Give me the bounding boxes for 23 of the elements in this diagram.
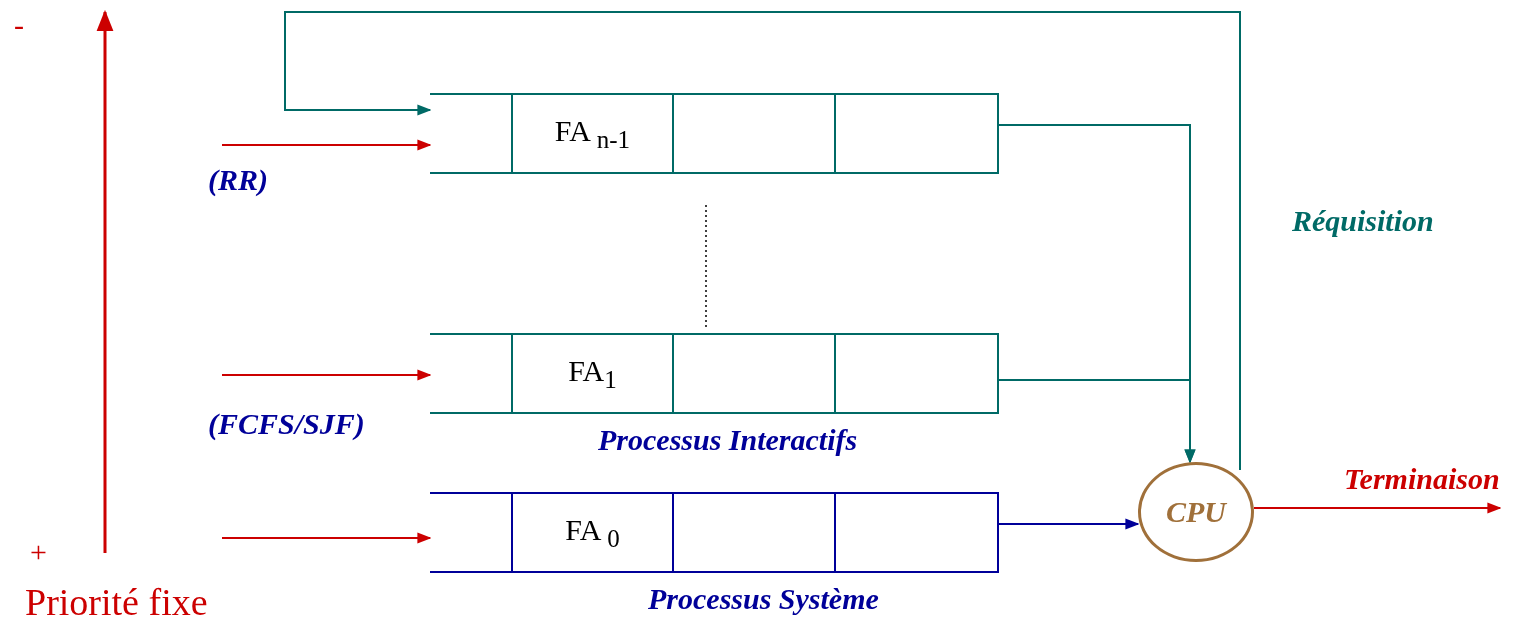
arrow	[221, 139, 432, 151]
queue-label: FA$_{1}$	[568, 353, 617, 394]
queue-box	[430, 93, 999, 174]
queue-box	[430, 492, 999, 573]
axis-label: Priorité fixe	[25, 580, 208, 624]
arrow	[221, 369, 432, 381]
arrow	[997, 379, 1196, 464]
group-label: Processus Système	[648, 582, 879, 616]
arrow	[284, 11, 1241, 471]
priority-sign: +	[30, 535, 47, 569]
queue-label: FA $_{0}$	[565, 512, 620, 553]
algorithm-label: (FCFS/SJF)	[208, 407, 365, 441]
priority-sign: -	[14, 8, 24, 42]
group-label: Processus Interactifs	[598, 423, 858, 457]
cpu-circle: CPU	[1138, 462, 1254, 562]
arrow	[997, 518, 1140, 530]
edge-label: Terminaison	[1344, 462, 1500, 496]
arrow	[221, 532, 432, 544]
arrow	[1253, 502, 1502, 514]
queue-box	[430, 333, 999, 414]
edge-label: Réquisition	[1292, 204, 1434, 238]
algorithm-label: (RR)	[208, 163, 268, 197]
queue-label: FA $_{n-1}$	[554, 113, 631, 154]
